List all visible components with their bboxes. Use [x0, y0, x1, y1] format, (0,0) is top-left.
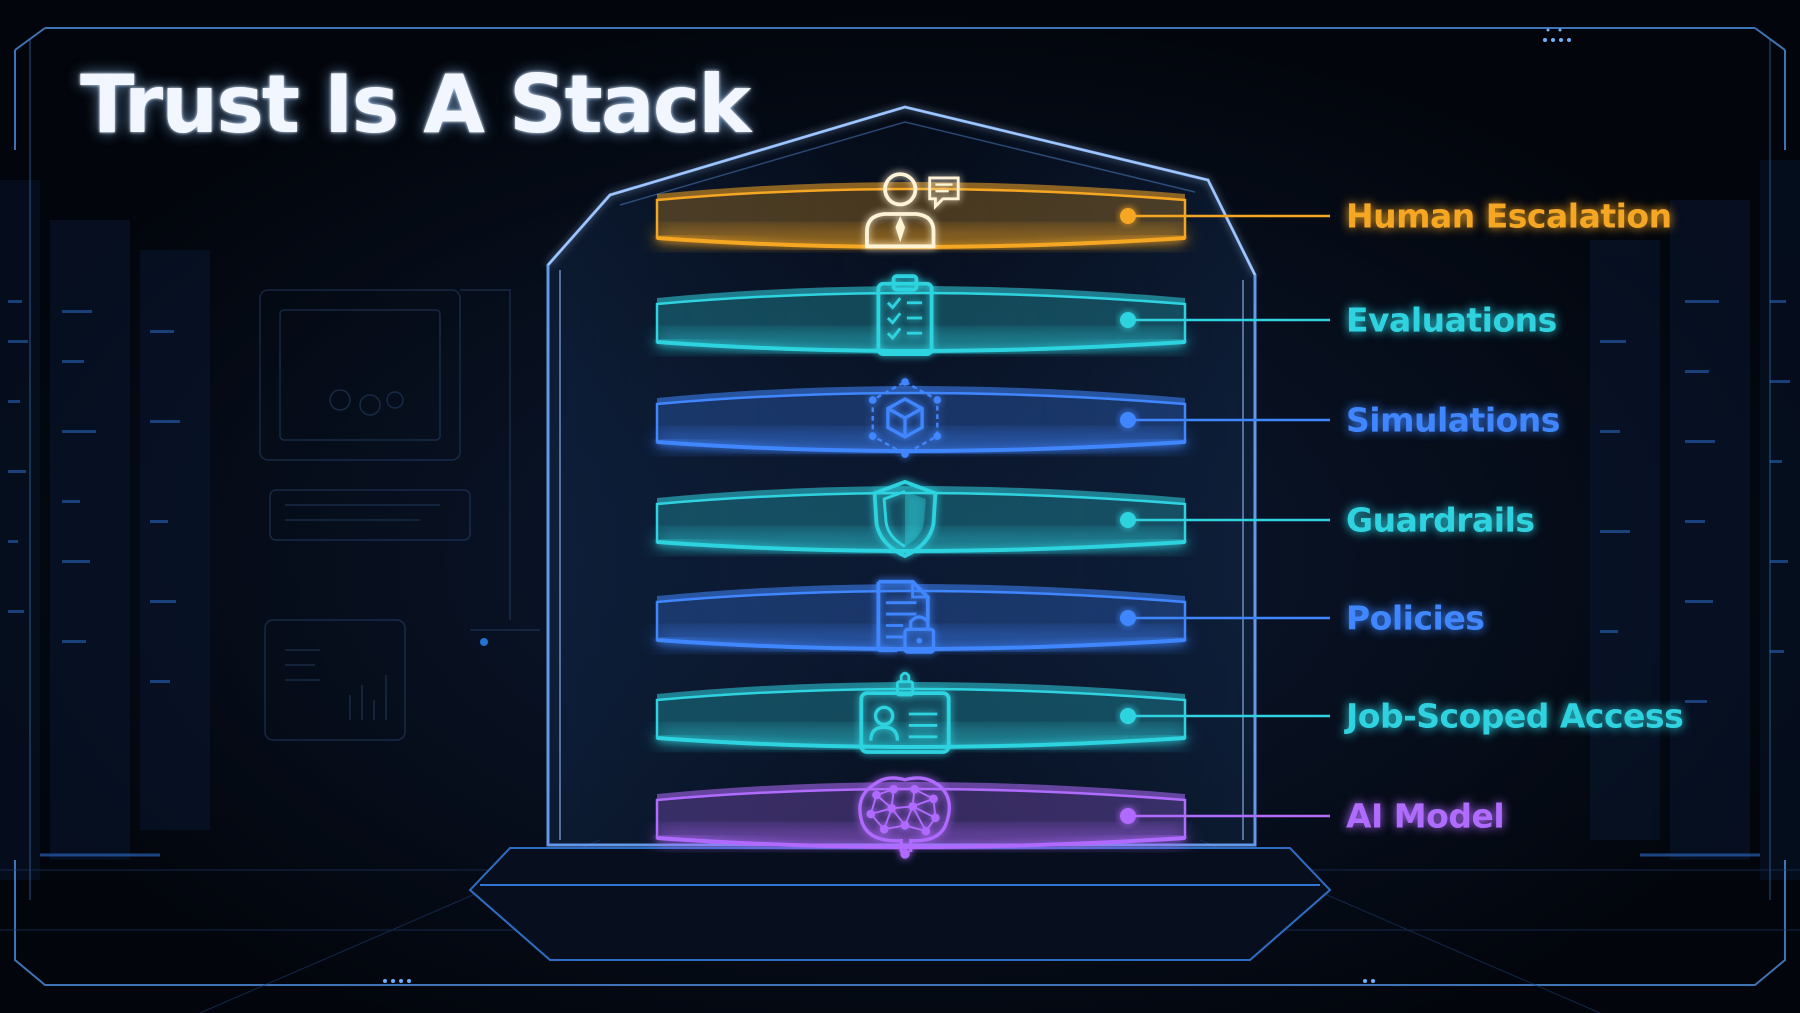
layer-top-face: [657, 486, 1185, 504]
layer-top-face: [657, 782, 1185, 800]
connector-dot: [1120, 208, 1136, 224]
connector-dot: [1120, 708, 1136, 724]
hud-frame-dots: [383, 28, 1571, 983]
layer-label: Job-Scoped Access: [1346, 696, 1684, 736]
hud-frame: [14, 27, 1786, 986]
layer-label: Evaluations: [1346, 300, 1557, 340]
right-server-rack: [1590, 160, 1800, 880]
layer-body: [655, 687, 1187, 749]
stack-layer: [655, 479, 1330, 559]
layer-top-face: [657, 286, 1185, 304]
layer-glow: [657, 830, 1185, 844]
stack-layer: [655, 378, 1330, 458]
layer-top-face: [657, 584, 1185, 602]
id-badge-lock-icon: [859, 671, 951, 754]
layer-top-face: [657, 386, 1185, 404]
layer-edge: [656, 836, 1186, 849]
layer-top-face: [657, 182, 1185, 200]
layer-label: AI Model: [1346, 796, 1505, 836]
layer-body: [655, 187, 1187, 249]
connector-dot: [1120, 610, 1136, 626]
layer-label: Guardrails: [1346, 500, 1535, 540]
stack-layer: [655, 172, 1330, 249]
clipboard-checklist-icon: [876, 274, 934, 357]
layer-glow: [657, 230, 1185, 244]
brain-network-icon: [858, 776, 951, 859]
layer-glow: [657, 434, 1185, 448]
page-title: Trust Is A Stack: [80, 58, 751, 151]
platform-base: [468, 847, 1332, 962]
cube-network-icon: [868, 378, 942, 458]
background-node: [480, 638, 488, 646]
layer-edge: [656, 638, 1186, 651]
layer-label: Simulations: [1346, 400, 1560, 440]
layer-label: Policies: [1346, 598, 1485, 638]
shield-icon: [872, 479, 938, 559]
stack-layer: [655, 671, 1330, 754]
connector-dot: [1120, 512, 1136, 528]
document-lock-icon: [876, 579, 936, 654]
layer-edge: [656, 340, 1186, 353]
layer-glow: [657, 534, 1185, 548]
layer-edge: [656, 440, 1186, 453]
left-server-rack: [0, 180, 210, 880]
stack-layer: [655, 776, 1330, 859]
layer-top-face: [657, 682, 1185, 700]
background-panels: [259, 289, 540, 741]
stack-layer: [655, 274, 1330, 357]
connector-dot: [1120, 808, 1136, 824]
person-chat-icon: [865, 172, 960, 249]
connector-dot: [1120, 412, 1136, 428]
stack-layer: [655, 579, 1330, 654]
layer-glow: [657, 334, 1185, 348]
layer-label: Human Escalation: [1346, 196, 1672, 236]
layer-edge: [656, 736, 1186, 749]
layer-body: [655, 787, 1187, 849]
connector-dot: [1120, 312, 1136, 328]
